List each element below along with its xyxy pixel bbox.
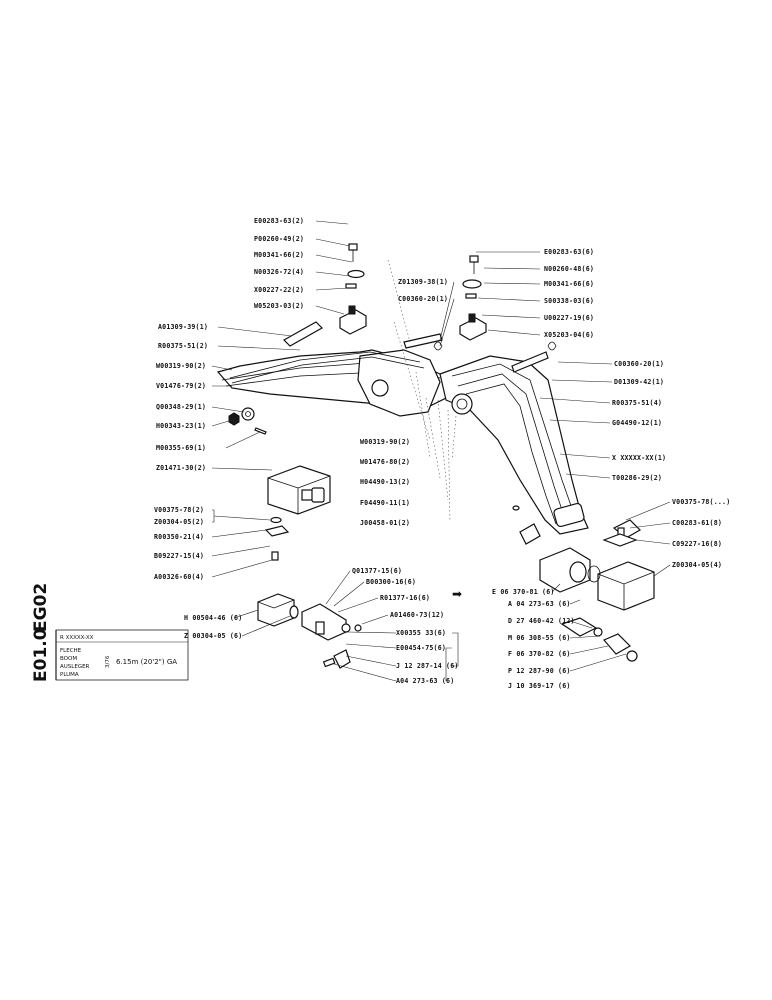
part-label: A04 273-63 (6) [396, 677, 454, 685]
title-lang-fr: FLECHE [60, 648, 82, 654]
part-label: W01476-80(2) [360, 458, 410, 466]
title-block: R XXXXX-XX FLECHE BOOM AUSLEGER PLUMA 6.… [55, 629, 189, 681]
part-label: Z00304-05(2) [154, 518, 204, 526]
title-spec: 6.15m (20'2") GA [116, 658, 177, 666]
side-code-e01: E01.0 [31, 628, 51, 682]
part-label: U00227-19(6) [544, 314, 594, 322]
part-label: R01377-16(6) [380, 594, 430, 602]
part-label: V00375-78(2) [154, 506, 204, 514]
part-label: F04490-11(1) [360, 499, 410, 507]
labels-bottom-left: H 00504-46 (6) Z 00304-05 (6) [184, 614, 242, 640]
part-label: A 04 273-63 (6) [508, 600, 571, 608]
part-label: W00319-90(2) [360, 438, 410, 446]
labels-center: Z01309-38(1) C00360-20(1) W00319-90(2) W… [360, 278, 448, 527]
part-label: C00283-61(8) [672, 519, 722, 527]
part-label: M 06 308-55 (6) [508, 634, 571, 642]
part-label: N00326-72(4) [254, 268, 304, 276]
part-label: J 10 369-17 (6) [508, 682, 571, 690]
part-label: R00375-51(4) [612, 399, 662, 407]
part-label: H04490-13(2) [360, 478, 410, 486]
part-label: A00326-60(4) [154, 573, 204, 581]
part-label: Q01377-15(6) [352, 567, 402, 575]
part-label: B09227-15(4) [154, 552, 204, 560]
part-label: G04490-12(1) [612, 419, 662, 427]
arrow-right-icon: ➡ [452, 587, 462, 601]
part-label: C00360-20(1) [398, 295, 448, 303]
side-codes: EG02 E01.0 3/76 [31, 583, 111, 682]
part-label: E 06 370-81 (6) [492, 588, 555, 596]
part-label: Z01309-38(1) [398, 278, 448, 286]
small-mark: 3/76 [105, 655, 111, 668]
part-label: A01309-39(1) [158, 323, 208, 331]
title-ref: R XXXXX-XX [60, 635, 94, 641]
part-label: Z01471-30(2) [156, 464, 206, 472]
part-label: H 00504-46 (6) [184, 614, 242, 622]
hardware-parts [228, 243, 655, 669]
part-label: V01476-79(2) [156, 382, 206, 390]
part-label: W05203-03(2) [254, 302, 304, 310]
leader-lines [211, 220, 671, 682]
title-lang-es: PLUMA [60, 672, 79, 678]
labels-right-mid: V00375-78(...) C00283-61(8) C09227-16(8)… [672, 498, 730, 569]
part-label: C09227-16(8) [672, 540, 722, 548]
part-label: X XXXXX-XX(1) [612, 454, 666, 462]
title-lang-en: BOOM [60, 656, 77, 662]
boom-drawing [216, 349, 589, 535]
part-label: E00454-75(6) [396, 644, 446, 652]
part-label: Q00348-29(1) [156, 403, 206, 411]
part-label: S00338-03(6) [544, 297, 594, 305]
part-label: X00355 33(6) [396, 629, 446, 637]
part-label: E00283-63(6) [544, 248, 594, 256]
part-label: N00260-48(6) [544, 265, 594, 273]
part-label: X00227-22(2) [254, 286, 304, 294]
side-code-eg02: EG02 [31, 583, 51, 632]
part-label: V00375-78(...) [672, 498, 730, 506]
part-label: J00458-01(2) [360, 519, 410, 527]
part-label: A01460-73(12) [390, 611, 444, 619]
part-label: M00355-69(1) [156, 444, 206, 452]
part-label: M00341-66(2) [254, 251, 304, 259]
part-label: D 27 460-42 (12) [508, 617, 575, 625]
part-label: M00341-66(6) [544, 280, 594, 288]
part-label: Z 00304-05 (6) [184, 632, 242, 640]
part-label: W00319-90(2) [156, 362, 206, 370]
part-label: Z00304-05(4) [672, 561, 722, 569]
part-label: R00375-51(2) [158, 342, 208, 350]
part-label: H00343-23(1) [156, 422, 206, 430]
labels-right-top: E00283-63(6) N00260-48(6) M00341-66(6) S… [544, 248, 666, 482]
part-label: T00286-29(2) [612, 474, 662, 482]
part-label: C00360-20(1) [614, 360, 664, 368]
labels-bottom-center: Q01377-15(6) B00300-16(6) R01377-16(6) A… [352, 567, 459, 685]
part-label: R00350-21(4) [154, 533, 204, 541]
part-label: F 06 370-82 (6) [508, 650, 571, 658]
part-label: B00300-16(6) [366, 578, 416, 586]
labels-left: E00283-63(2) P00260-49(2) M00341-66(2) N… [154, 217, 304, 581]
part-label: J 12 287-14 (6) [396, 662, 459, 670]
part-label: P 12 287-90 (6) [508, 667, 571, 675]
part-label: D01309-42(1) [614, 378, 664, 386]
part-label: X05203-04(6) [544, 331, 594, 339]
title-lang-de: AUSLEGER [60, 664, 90, 670]
labels-bottom-right: E 06 370-81 (6) A 04 273-63 (6) D 27 460… [492, 588, 575, 690]
part-label: P00260-49(2) [254, 235, 304, 243]
part-label: E00283-63(2) [254, 217, 304, 225]
